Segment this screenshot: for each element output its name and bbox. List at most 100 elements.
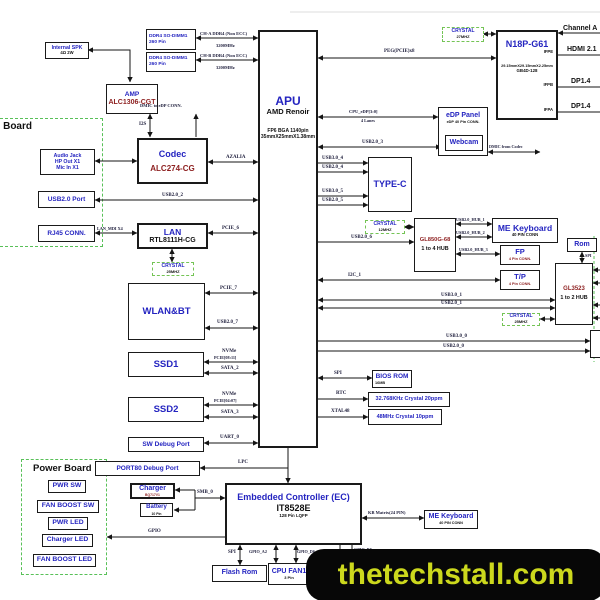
gpu-pin-ifpb: IFPB bbox=[543, 82, 553, 87]
net-spi-rom: SPI bbox=[585, 253, 592, 258]
net-usb20-3: USB2.0_3 bbox=[362, 140, 383, 145]
net-gpio-d6: GPIO_D6 bbox=[297, 549, 315, 554]
net-usb20-6: USB2.0_6 bbox=[351, 235, 372, 240]
lan-crystal-freq: 25MHZ bbox=[166, 268, 180, 274]
type-c-label: TYPE-C bbox=[373, 179, 407, 190]
fp-label: FP bbox=[515, 247, 525, 257]
me-keyboard-bottom-label: ME Keyboard bbox=[428, 513, 474, 521]
apu-title: APU bbox=[275, 94, 301, 108]
me-keyboard-top-block: ME Keyboard 40 PIN CONN bbox=[492, 218, 558, 243]
net-sata-3: SATA_3 bbox=[221, 410, 239, 415]
pwr-led-label: PWR LED bbox=[52, 519, 84, 527]
ec-part: IT8528E bbox=[276, 502, 311, 513]
net-usb20-hub-1: USB2.0_HUB_1 bbox=[456, 217, 485, 222]
ec-package: 128 Pin LQFP bbox=[279, 513, 308, 519]
net-usb20-hub-2: USB2.0_HUB_2 bbox=[456, 230, 485, 235]
net-dmic-to-edp: DMIC to eDP CONN. bbox=[140, 103, 182, 108]
apu-subtitle: AMD Renoir bbox=[266, 107, 310, 117]
net-spi-bios: SPI bbox=[334, 371, 342, 376]
net-ssd2-pcie: PCIE[04:07] bbox=[214, 398, 237, 403]
cpu-fan-block: CPU FAN1 3 Pin bbox=[268, 563, 310, 585]
hub-crystal-freq: 12MHZ bbox=[378, 226, 392, 232]
net-sata-2: SATA_2 bbox=[221, 366, 239, 371]
dimm-a-pins: 260 Pin bbox=[149, 39, 166, 45]
net-usb20-7: USB2.0_7 bbox=[217, 320, 238, 325]
tp-conn-block: T/P 4 Pin CONN. bbox=[500, 270, 540, 290]
net-cha-clk: 3200MHz bbox=[216, 43, 235, 48]
bios-rom-block: BIOS ROM 16MB bbox=[372, 370, 412, 388]
pwr-sw-label: PWR SW bbox=[52, 482, 82, 490]
net-usb20-4: USB2.0_4 bbox=[322, 165, 343, 170]
codec-block: Codec ALC274-CG bbox=[137, 138, 208, 184]
cpu-fan-label: CPU FAN1 bbox=[271, 567, 307, 575]
wlan-bt-label: WLAN&BT bbox=[142, 305, 191, 317]
gpu-crystal-label: CRYSTAL bbox=[451, 28, 475, 35]
hub-crystal-block: CRYSTAL 12MHZ bbox=[365, 220, 405, 234]
gpu-pin-ifpa: IFPA bbox=[543, 107, 553, 112]
net-i2s: I2S bbox=[139, 122, 147, 127]
lan-part: RTL8111H-CG bbox=[149, 236, 196, 244]
net-usb20-1: USB2.0_1 bbox=[441, 301, 462, 306]
fan-boost-led-label: FAN BOOST LED bbox=[36, 556, 93, 564]
dimm-b-label: DDR4 SO-DIMM1 bbox=[149, 56, 188, 62]
gl3523-part: GL3523 bbox=[563, 286, 585, 293]
audio-board-title: Audio Board bbox=[0, 121, 32, 132]
net-usb20-hub-3: USB2.0_HUB_3 bbox=[459, 247, 488, 252]
watermark-text: thetechstall.com bbox=[337, 558, 575, 591]
codec-label: Codec bbox=[158, 148, 187, 159]
me-keyboard-bottom-block: ME Keyboard 40 PIN CONN bbox=[424, 510, 478, 529]
net-usb30-5: USB3.0_5 bbox=[322, 189, 343, 194]
net-pcie-7: PCIE_7 bbox=[220, 286, 237, 291]
rj45-label: RJ45 CONN. bbox=[47, 229, 86, 237]
usb20-port-label: USB2.0 Port bbox=[47, 195, 86, 203]
xtal48-crystal-label: 48MHz Crystal 10ppm bbox=[376, 413, 434, 420]
audio-jack-block: Audio Jack HP Out X1 Mic In X1 bbox=[40, 149, 95, 175]
charger-led-block: Charger LED bbox=[42, 534, 93, 547]
gpu-block: N18P-G61 29.15mmX29.15mmX2.25mm GB4D-128… bbox=[496, 30, 558, 120]
audio-board-outline bbox=[0, 118, 103, 247]
net-cha: CH-A DDR4 (Non ECC) bbox=[200, 31, 248, 36]
net-dp14-2: DP1.4 bbox=[571, 103, 591, 110]
net-uart-0: UART_0 bbox=[220, 435, 239, 440]
rom-label: Rom bbox=[574, 240, 590, 248]
gpu-pin-ifpe: IFPE bbox=[543, 49, 553, 54]
gpu-dimensions: 29.15mmX29.15mmX2.25mm bbox=[501, 63, 553, 68]
fan-boost-sw-block: FAN BOOST SW bbox=[37, 500, 99, 513]
net-usb30-1: USB3.0_1 bbox=[441, 293, 462, 298]
dimm-a-block: DDR4 SO-DIMM1 260 Pin bbox=[146, 29, 196, 50]
webcam-label: Webcam bbox=[449, 138, 479, 146]
bios-rom-size: 16MB bbox=[375, 380, 386, 385]
port80-label: PORT80 Debug Port bbox=[116, 464, 179, 472]
apu-package: FP6 BGA 1140pin bbox=[267, 128, 309, 134]
lan-crystal-block: CRYSTAL 25MHZ bbox=[152, 262, 194, 276]
audio-jack-l1: Audio Jack bbox=[53, 152, 82, 159]
usb20-port-block: USB2.0 Port bbox=[38, 191, 95, 208]
net-edp-lanes: 4 Lanes bbox=[361, 118, 375, 123]
net-ssd1-pcie: PCIE[08:11] bbox=[214, 355, 237, 360]
rtc-crystal-block: 32.768KHz Crystal 20ppm bbox=[368, 392, 450, 407]
usb-port-edge-block bbox=[590, 330, 600, 358]
gl3523-crystal-freq: 25MHZ bbox=[514, 319, 528, 325]
dimm-b-pins: 260 Pin bbox=[149, 62, 166, 67]
gpu-crystal-block: CRYSTAL 27MHZ bbox=[442, 27, 484, 42]
net-usb20-0: USB2.0_0 bbox=[443, 344, 464, 349]
amp-part: ALC1306-CGT bbox=[108, 98, 156, 106]
battery-label: Battery bbox=[146, 504, 167, 511]
charger-part: BQ717V1 bbox=[145, 493, 160, 498]
lan-block: LAN RTL8111H-CG bbox=[137, 223, 208, 249]
net-i2c-1: I2C_1 bbox=[348, 273, 362, 278]
me-keyboard-bottom-conn: 40 PIN CONN bbox=[439, 521, 463, 526]
lan-label: LAN bbox=[163, 226, 182, 237]
me-keyboard-top-label: ME Keyboard bbox=[497, 223, 553, 234]
gl3523-crystal-block: CRYSTAL 25MHZ bbox=[502, 313, 540, 326]
apu-block: APU AMD Renoir FP6 BGA 1140pin 35mmX25mm… bbox=[258, 30, 318, 448]
net-rtc: RTC bbox=[336, 391, 347, 396]
power-board-outline bbox=[21, 459, 107, 575]
flash-rom-label: Flash Rom bbox=[221, 569, 258, 577]
dimm-a-label: DDR4 SO-DIMM1 bbox=[149, 33, 188, 39]
net-gpio-a2: GPIO_A2 bbox=[249, 549, 267, 554]
gl850-part: GL850G-68 bbox=[419, 237, 451, 244]
charger-block: Charger BQ717V1 bbox=[130, 483, 175, 499]
bios-rom-label: BIOS ROM bbox=[375, 372, 409, 380]
